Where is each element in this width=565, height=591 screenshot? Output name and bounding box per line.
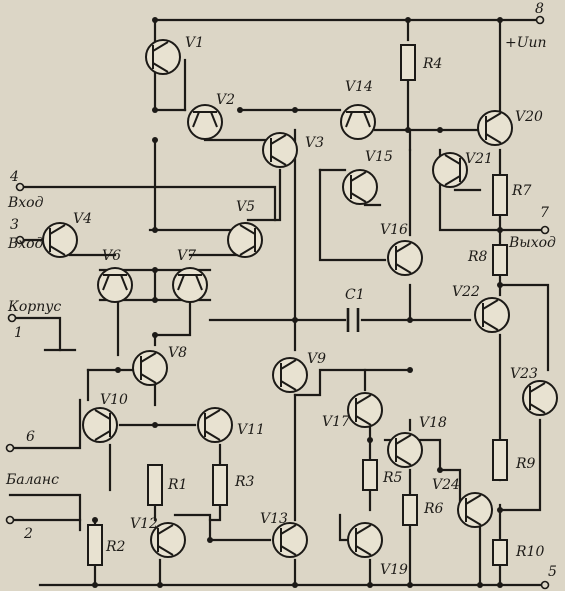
terminal-8 [535,15,545,25]
v22-label: V22 [452,284,480,300]
pin-5-label: 5 [548,564,557,580]
transistor-v10 [82,407,118,443]
v23-label: V23 [510,366,538,382]
transistor-v13 [272,522,308,558]
v17-label: V17 [322,414,350,430]
r2-label: R2 [106,539,126,555]
r8-label: R8 [468,249,488,265]
transistor-v16 [387,240,423,276]
terminal-7 [540,225,550,235]
v20-label: V20 [515,109,543,125]
r3-label: R3 [235,474,255,490]
capacitor-c1 [346,308,360,332]
terminals [5,15,550,590]
pin-1-label: 1 [14,325,23,341]
pin-4-label: 4 [10,169,19,185]
transistor-v20 [477,110,513,146]
terminal-3 [15,235,25,245]
r4-label: R4 [423,56,443,72]
resistor-r6 [402,494,418,526]
resistor-r10 [492,539,508,566]
pin-2-label: 2 [24,526,33,542]
v5-label: V5 [236,199,256,215]
terminal-2 [5,515,15,525]
transistor-v21 [432,152,468,188]
transistor-v4 [42,222,78,258]
transistor-v12 [150,522,186,558]
transistor-v11 [197,407,233,443]
supply-label: +Uип [505,35,547,51]
terminal-1 [7,313,17,323]
transistor-v6 [97,267,133,303]
r7-label: R7 [512,183,532,199]
terminal-4 [15,182,25,192]
v14-label: V14 [345,79,373,95]
pin-3-label: 3 [10,217,19,233]
v8-label: V8 [168,345,188,361]
v15-label: V15 [365,149,393,165]
transistor-v3 [262,132,298,168]
resistor-r9 [492,439,508,481]
c1-label: C1 [345,287,365,303]
v16-label: V16 [380,222,408,238]
v19-label: V19 [380,562,408,578]
transistor-v8 [132,350,168,386]
v6-label: V6 [102,248,122,264]
transistor-v1 [145,39,181,75]
transistor-v15 [342,169,378,205]
v3-label: V3 [305,135,325,151]
resistor-r4 [400,44,416,81]
pin-7-label: 7 [540,205,549,221]
pin-8-label: 8 [535,1,544,17]
v13-label: V13 [260,511,288,527]
r6-label: R6 [424,501,444,517]
transistor-v18 [387,432,423,468]
resistor-r2 [87,524,103,566]
resistor-r7 [492,174,508,216]
terminal-5 [540,580,550,590]
v11-label: V11 [237,422,265,438]
resistor-r1 [147,464,163,506]
r9-label: R9 [516,456,536,472]
v7-label: V7 [177,248,197,264]
transistor-v5 [227,222,263,258]
transistor-v9 [272,357,308,393]
input-1-label: Вход [8,195,44,211]
v24-label: V24 [432,477,460,493]
v1-label: V1 [185,35,205,51]
transistor-v19 [347,522,383,558]
v21-label: V21 [465,151,493,167]
terminal-6 [5,443,15,453]
r5-label: R5 [383,470,403,486]
transistor-v7 [172,267,208,303]
v18-label: V18 [419,415,447,431]
transistor-v2 [187,104,223,140]
resistor-r3 [212,464,228,506]
output-label: Выход [509,235,556,251]
r10-label: R10 [516,544,545,560]
resistors-group [87,44,508,566]
r1-label: R1 [168,477,188,493]
junction-dots [92,17,503,588]
resistor-r8 [492,244,508,276]
korpus-label: Корпус [8,299,62,315]
v12-label: V12 [130,516,158,532]
transistors-group [42,39,558,558]
transistor-v23 [522,380,558,416]
v10-label: V10 [100,392,128,408]
transistor-v14 [340,104,376,140]
v2-label: V2 [216,92,236,108]
transistor-v24 [457,492,493,528]
balans-label: Баланс [6,472,59,488]
input-2-label: Вход [8,236,44,252]
resistor-r5 [362,459,378,491]
transistor-v22 [474,297,510,333]
transistor-v17 [347,392,383,428]
pin-6-label: 6 [26,429,35,445]
v4-label: V4 [73,211,93,227]
v9-label: V9 [307,351,327,367]
